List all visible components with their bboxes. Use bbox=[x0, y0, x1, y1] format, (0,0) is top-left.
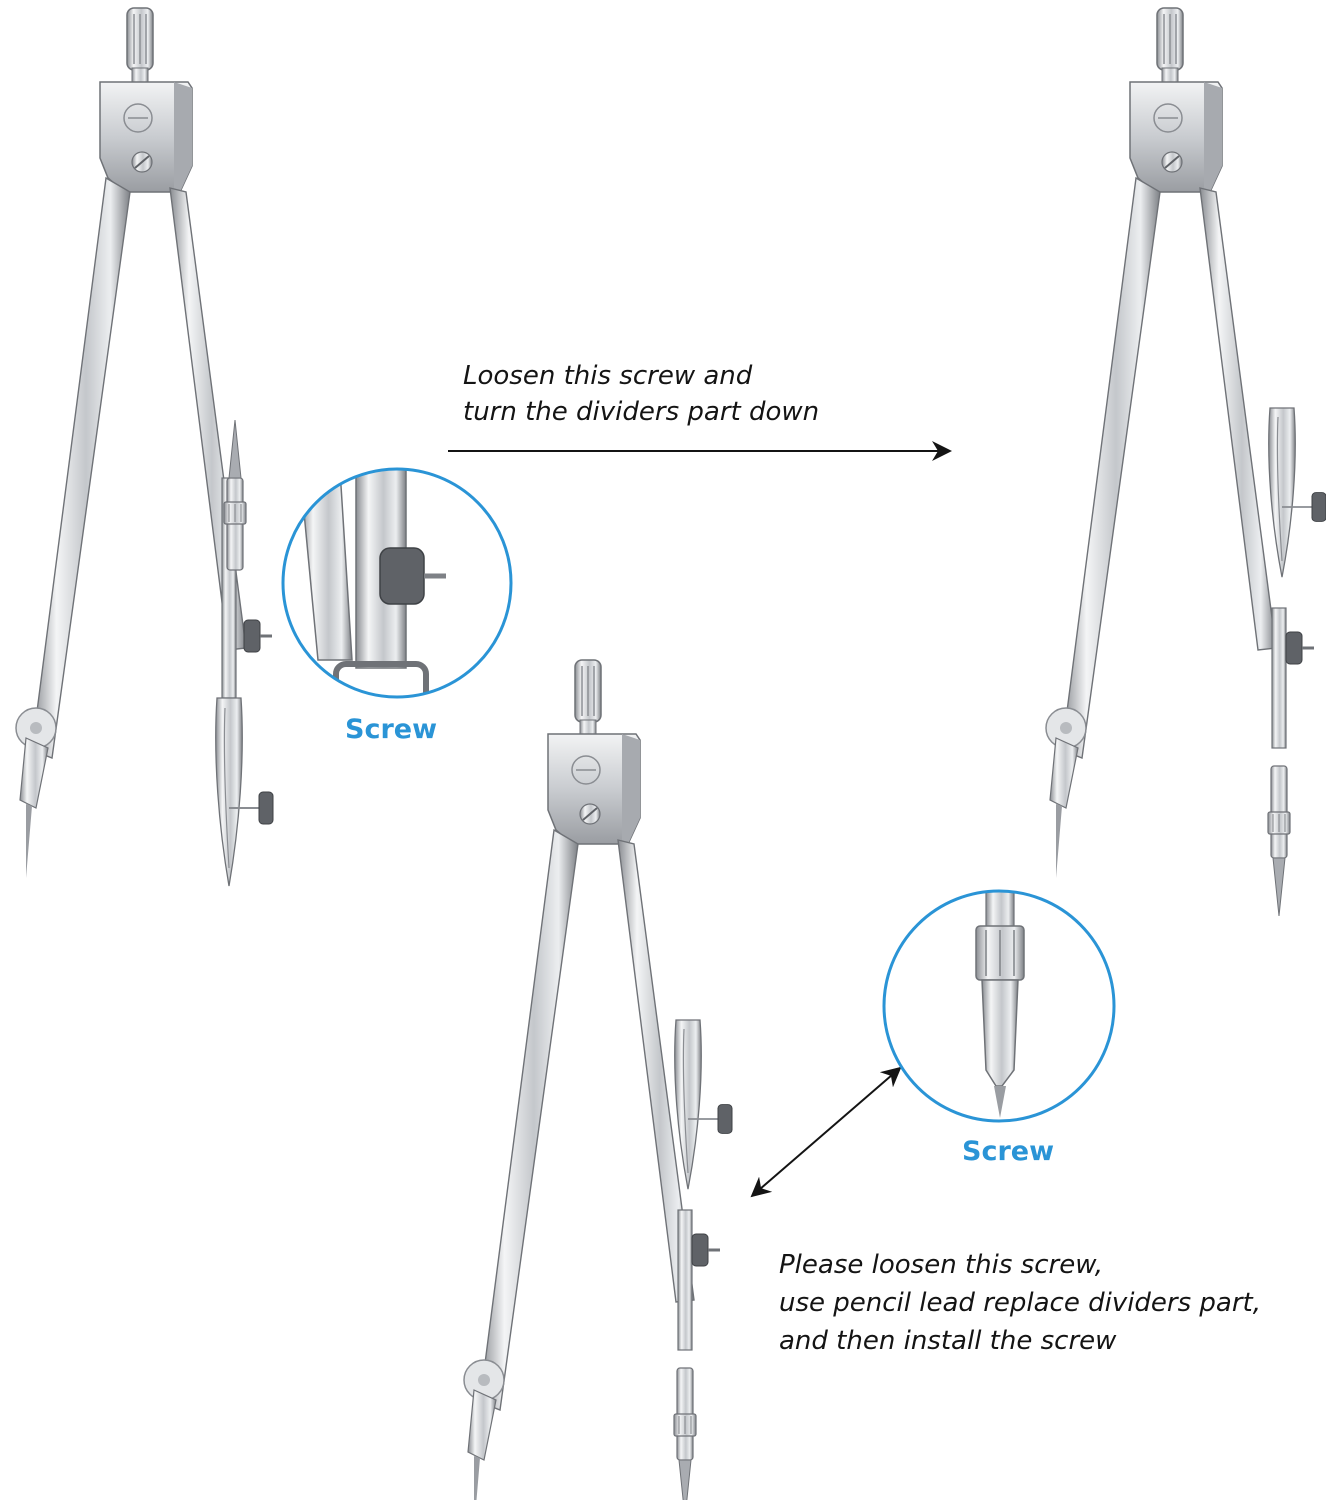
step2-line-1: Please loosen this screw, bbox=[779, 1250, 1104, 1280]
step1-line-1: Loosen this screw and bbox=[463, 361, 753, 391]
screw-label-top: Screw bbox=[345, 714, 438, 745]
screw-zoom-callout-bottom bbox=[882, 889, 1116, 1123]
compass-with-needle-attachment bbox=[1045, 7, 1326, 917]
step-arrow-diagonal bbox=[750, 1066, 902, 1198]
compass-with-pen-attachment bbox=[15, 7, 274, 887]
step1-instruction: Loosen this screw and turn the dividers … bbox=[463, 358, 819, 430]
step2-line-3: and then install the screw bbox=[779, 1326, 1117, 1356]
screw-zoom-callout-top bbox=[281, 467, 513, 699]
step2-instruction: Please loosen this screw, use pencil lea… bbox=[779, 1246, 1261, 1360]
step2-line-2: use pencil lead replace dividers part, bbox=[779, 1288, 1262, 1318]
step1-line-2: turn the dividers part down bbox=[463, 397, 820, 427]
screw-label-bottom: Screw bbox=[962, 1136, 1055, 1167]
compass-with-pencil-attachment bbox=[463, 659, 733, 1500]
